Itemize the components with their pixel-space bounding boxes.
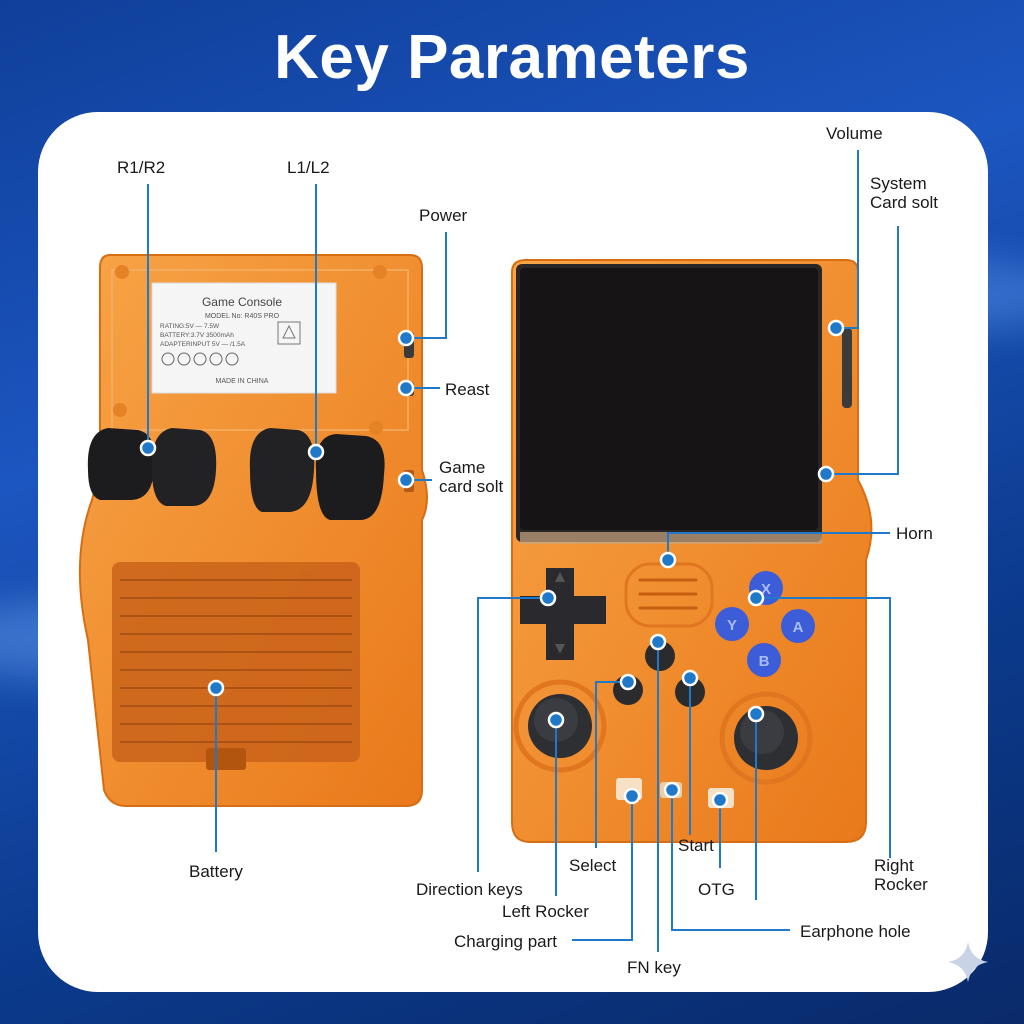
volume-rocker bbox=[842, 328, 852, 408]
screen bbox=[520, 268, 818, 530]
dot-system-card bbox=[817, 465, 835, 483]
label-game-card: Game card solt bbox=[439, 458, 504, 496]
x-button-label: X bbox=[761, 581, 771, 598]
a-button-label: A bbox=[793, 619, 804, 636]
speaker-slots bbox=[638, 578, 698, 610]
dot-volume bbox=[827, 319, 845, 337]
callout-dots bbox=[139, 319, 845, 809]
back-inner-frame bbox=[111, 269, 409, 431]
fn-button bbox=[645, 641, 675, 671]
right-stick-top bbox=[740, 710, 784, 754]
screw-hole bbox=[373, 265, 387, 279]
label-system-card: System Card solt bbox=[870, 174, 939, 212]
label-fn-key: FN key bbox=[627, 958, 681, 977]
screw-hole bbox=[113, 403, 127, 417]
sparkle-icon bbox=[948, 942, 988, 982]
left-stick-ring bbox=[513, 679, 607, 773]
dot-otg bbox=[711, 791, 729, 809]
console-front: X Y A B bbox=[511, 259, 873, 843]
b-button bbox=[747, 643, 781, 677]
dot-battery bbox=[207, 679, 225, 697]
y-button bbox=[715, 607, 749, 641]
dot-r1r2 bbox=[139, 439, 157, 457]
dpad-down-arrow bbox=[555, 644, 565, 654]
label-charging: Charging part bbox=[454, 932, 558, 951]
battery-cells bbox=[120, 579, 352, 743]
dot-left-rocker bbox=[547, 711, 565, 729]
sticker-heading: Game Console bbox=[202, 295, 282, 309]
label-direction-keys: Direction keys bbox=[416, 880, 523, 899]
label-right-rocker: Right Rocker bbox=[874, 856, 928, 894]
dot-charging bbox=[623, 787, 641, 805]
label-horn: Horn bbox=[896, 524, 933, 543]
label-battery: Battery bbox=[189, 862, 243, 881]
dot-earphone bbox=[663, 781, 681, 799]
dot-right-stick bbox=[747, 705, 765, 723]
dot-fn-key bbox=[649, 633, 667, 651]
dot-reast bbox=[397, 379, 415, 397]
leader-lines bbox=[147, 150, 899, 952]
label-otg: OTG bbox=[698, 880, 735, 899]
sticker-battery: BATTERY:3.7V 3500mAh bbox=[160, 332, 234, 339]
r2-trigger bbox=[87, 428, 155, 500]
l1-trigger bbox=[315, 434, 385, 520]
label-sticker bbox=[151, 282, 337, 394]
label-r1r2: R1/R2 bbox=[117, 158, 166, 177]
dpad-up-arrow bbox=[555, 572, 565, 582]
dot-power bbox=[397, 329, 415, 347]
dot-select bbox=[619, 673, 637, 691]
label-power: Power bbox=[419, 206, 468, 225]
dot-start bbox=[681, 669, 699, 687]
sticker-input: ADAPTERINPUT 5V — /1.5A bbox=[160, 341, 246, 348]
dot-l1l2 bbox=[307, 443, 325, 461]
b-button-label: B bbox=[759, 653, 770, 670]
screen-lower-strip bbox=[520, 532, 822, 544]
label-select: Select bbox=[569, 856, 617, 875]
label-left-rocker: Left Rocker bbox=[502, 902, 589, 921]
screw-hole bbox=[369, 421, 383, 435]
sticker-made-in: MADE IN CHINA bbox=[216, 378, 269, 385]
recycle-icon bbox=[277, 321, 301, 345]
label-volume: Volume bbox=[826, 124, 883, 143]
a-button bbox=[781, 609, 815, 643]
console-back: Game Console MODEL No: R40S PRO RATING:5… bbox=[78, 254, 428, 807]
battery-connector bbox=[206, 748, 246, 770]
label-earphone: Earphone hole bbox=[800, 922, 911, 941]
right-stick-ring bbox=[719, 691, 813, 785]
dot-horn bbox=[659, 551, 677, 569]
dot-right-rocker-xbutton bbox=[747, 589, 765, 607]
certification-icons bbox=[161, 352, 239, 366]
direction-pad bbox=[520, 568, 606, 660]
label-start: Start bbox=[678, 836, 714, 855]
screw-hole bbox=[115, 265, 129, 279]
sticker-rating: RATING:5V — 7.5W bbox=[160, 323, 220, 330]
dot-direction-keys bbox=[539, 589, 557, 607]
l2-trigger bbox=[249, 428, 315, 512]
battery-compartment bbox=[112, 562, 360, 762]
y-button-label: Y bbox=[727, 617, 737, 634]
sticker-model: MODEL No: R40S PRO bbox=[205, 313, 280, 320]
label-l1l2: L1/L2 bbox=[287, 158, 330, 177]
page-title: Key Parameters bbox=[274, 23, 750, 92]
r1-trigger bbox=[151, 428, 217, 506]
dot-game-card bbox=[397, 471, 415, 489]
label-reast: Reast bbox=[445, 380, 490, 399]
